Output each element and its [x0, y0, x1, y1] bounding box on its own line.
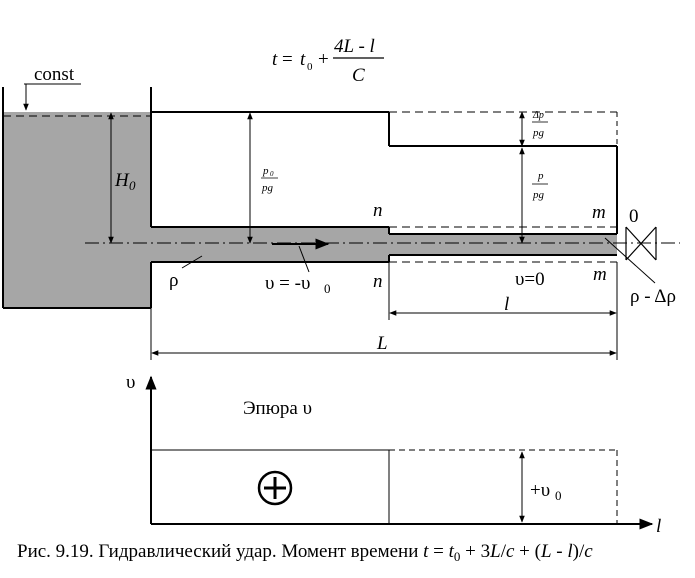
velocity-label-sub: 0: [324, 281, 331, 296]
l-label: l: [504, 294, 509, 315]
formula-numerator: 4L - l: [334, 36, 375, 57]
section-m-top: m: [592, 202, 606, 223]
rho-label: ρ: [169, 270, 178, 291]
formula-t0: t: [300, 49, 306, 70]
p0-num: p: [262, 165, 269, 177]
reservoir-fluid: [3, 112, 617, 308]
rho-minus-leader: [604, 237, 656, 284]
section-m-bottom: m: [593, 264, 607, 285]
p-den: pg: [532, 189, 545, 201]
formula-t0-sub: 0: [307, 61, 313, 73]
const-label: const: [34, 64, 75, 85]
section-n-top: n: [373, 200, 383, 221]
formula: t = t 0 + 4L - l C: [272, 36, 384, 86]
rho-minus-label: ρ - Δρ: [630, 286, 676, 307]
p-num: p: [537, 170, 544, 182]
valve: [625, 226, 657, 261]
dp-num: Δp: [532, 110, 544, 121]
dp-den: pg: [532, 127, 545, 139]
p0-den: pg: [261, 182, 274, 194]
formula-t: t: [272, 49, 278, 70]
velocity-epure: υ l Эпюра υ +υ 0: [126, 372, 661, 537]
velocity-leader: [298, 245, 310, 273]
epure-l-axis-label: l: [656, 516, 661, 537]
velocity-label: υ = -υ: [265, 273, 310, 294]
figure-caption: Рис. 9.19. Гидравлический удар. Момент в…: [17, 541, 593, 564]
rho-leader: [181, 255, 203, 269]
H0-label: H: [114, 170, 130, 191]
epure-v-axis-label: υ: [126, 372, 135, 393]
section-n-bottom: n: [373, 271, 383, 292]
velocity-zero-label: υ=0: [515, 269, 545, 290]
epure-value-sub: 0: [555, 488, 562, 503]
epure-value-label: +υ: [530, 480, 550, 501]
H0-sub: 0: [129, 178, 136, 193]
L-label: L: [376, 333, 388, 354]
p0-num-sub: 0: [270, 170, 274, 178]
valve-zero-label: 0: [629, 206, 639, 227]
formula-denominator: C: [352, 65, 365, 86]
epure-title: Эпюра υ: [243, 398, 312, 419]
formula-plus: +: [318, 49, 329, 70]
plus-circle-icon: [257, 470, 293, 506]
formula-eq: =: [282, 49, 293, 70]
